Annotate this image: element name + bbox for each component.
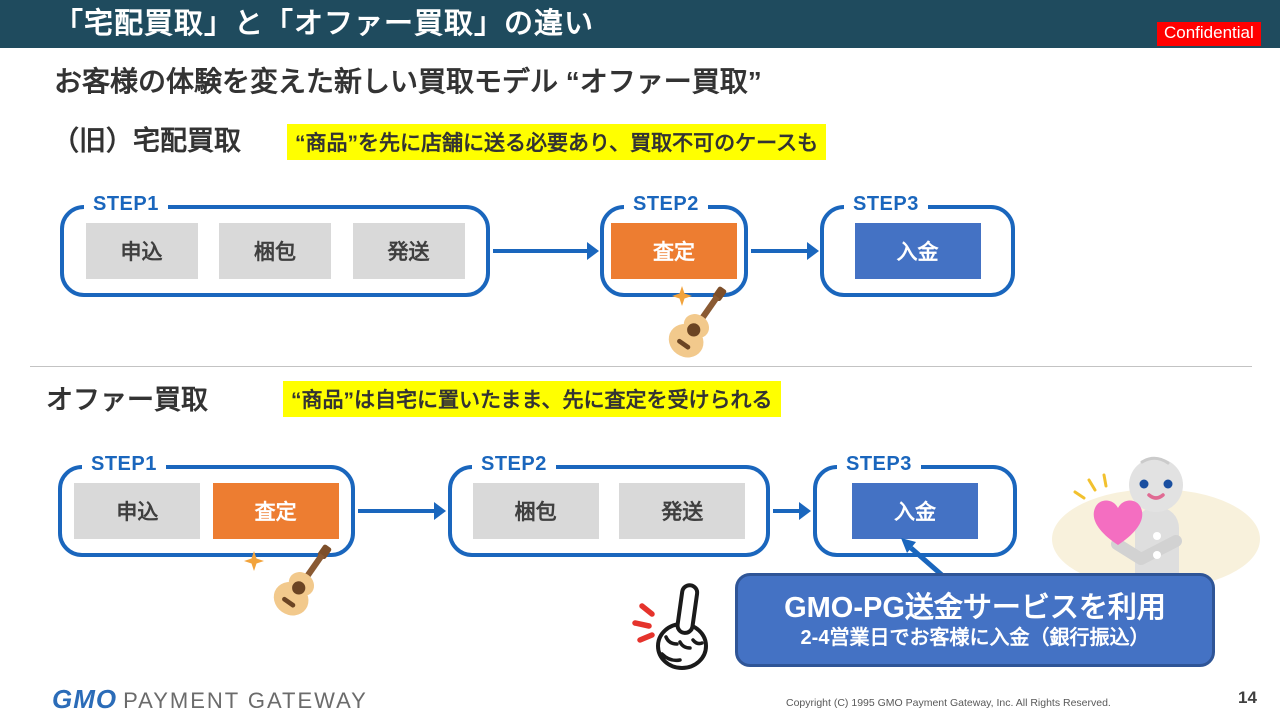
process-box: 入金 (852, 483, 978, 539)
flow1-step1-group: STEP1 申込 梱包 発送 (60, 193, 490, 297)
section-1-label: （旧）宅配買取 (52, 126, 241, 156)
callout-line2: 2-4営業日でお客様に入金（銀行振込） (800, 627, 1150, 650)
flow1-step2-group: STEP2 査定 (600, 193, 748, 297)
callout-arrow (901, 538, 945, 578)
step-label: STEP1 (84, 193, 168, 216)
section-1-highlight: “商品”を先に店舗に送る必要あり、買取不可のケースも (287, 124, 827, 160)
sparkle-icon (672, 286, 692, 306)
flow-arrow (773, 502, 811, 520)
step-label: STEP3 (837, 453, 921, 476)
step-label: STEP3 (844, 193, 928, 216)
gmo-logo-mark: GMO (52, 684, 118, 714)
process-box: 査定 (611, 223, 737, 279)
process-box: 発送 (619, 483, 746, 539)
flow-arrow (358, 502, 446, 520)
section-divider (30, 366, 1252, 367)
step-label: STEP2 (472, 453, 556, 476)
guitar-icon (668, 286, 727, 358)
flow2-step3-group: STEP3 入金 (813, 453, 1017, 557)
process-box: 発送 (352, 223, 465, 279)
pointing-hand-icon (632, 583, 708, 670)
sparkle-icon (244, 551, 264, 571)
callout-line1: GMO-PG送金サービスを利用 (784, 591, 1166, 624)
flow-arrow (751, 242, 819, 260)
process-box: 申込 (85, 223, 198, 279)
header-bar (0, 0, 1280, 48)
process-box: 入金 (854, 223, 981, 279)
process-box: 梱包 (472, 483, 599, 539)
subtitle: お客様の体験を変えた新しい買取モデル “オファー買取” (54, 66, 762, 97)
flow2-step1-group: STEP1 申込 査定 (58, 453, 355, 557)
payout-callout: GMO-PG送金サービスを利用 2-4営業日でお客様に入金（銀行振込） (735, 573, 1215, 667)
section-2-label: オファー買取 (46, 385, 208, 415)
confidential-badge: Confidential (1157, 22, 1261, 46)
guitar-icon (273, 544, 332, 616)
person-heart-illustration (1052, 456, 1260, 599)
page-title: 「宅配買取」と「オファー買取」の違い (54, 8, 595, 40)
page-number: 14 (1238, 688, 1257, 707)
process-box: 梱包 (219, 223, 331, 279)
flow-arrow (493, 242, 599, 260)
section-2-highlight: “商品”は自宅に置いたまま、先に査定を受けられる (283, 381, 781, 417)
copyright: Copyright (C) 1995 GMO Payment Gateway, … (786, 697, 1111, 709)
process-box: 査定 (212, 483, 339, 539)
step-label: STEP2 (624, 193, 708, 216)
flow2-step2-group: STEP2 梱包 発送 (448, 453, 770, 557)
flow1-step3-group: STEP3 入金 (820, 193, 1015, 297)
step-label: STEP1 (82, 453, 166, 476)
gmo-logo-text: PAYMENT GATEWAY (123, 688, 368, 713)
process-box: 申込 (74, 483, 201, 539)
